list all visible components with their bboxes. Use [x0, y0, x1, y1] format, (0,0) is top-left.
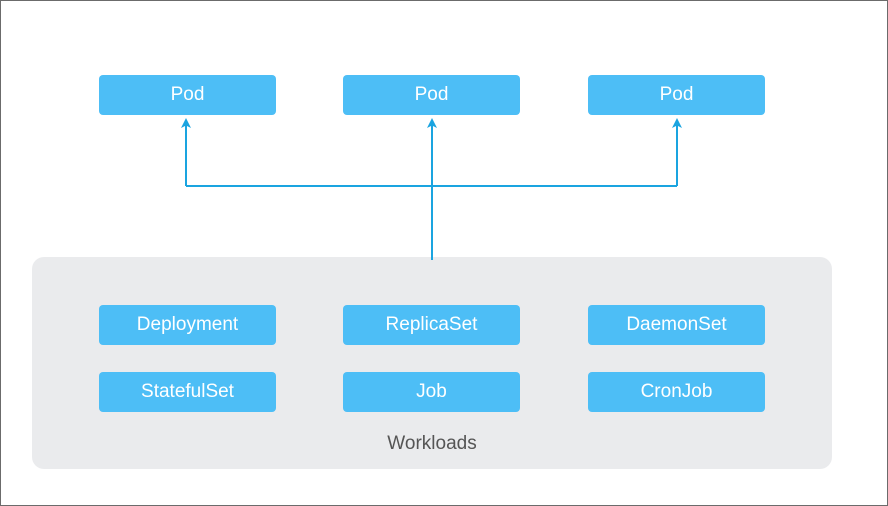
- workloads-label: Workloads: [387, 433, 477, 454]
- workloads-group: [32, 257, 832, 469]
- workload-daemonset: DaemonSet: [588, 305, 765, 345]
- workload-statefulset: StatefulSet: [99, 372, 276, 412]
- workload-cronjob: CronJob: [588, 372, 765, 412]
- pod-box-3: Pod: [588, 75, 765, 115]
- pod-box-2: Pod: [343, 75, 520, 115]
- pod-box-1: Pod: [99, 75, 276, 115]
- workload-job: Job: [343, 372, 520, 412]
- workload-deployment: Deployment: [99, 305, 276, 345]
- workload-replicaset: ReplicaSet: [343, 305, 520, 345]
